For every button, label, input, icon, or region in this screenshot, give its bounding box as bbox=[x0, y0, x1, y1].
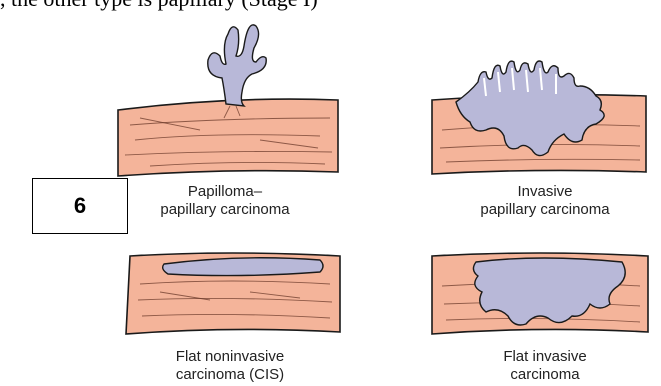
panel-invasive-papillary bbox=[432, 61, 646, 174]
panel-flat-invasive bbox=[432, 253, 648, 334]
caption-line: Flat noninvasive bbox=[140, 348, 320, 366]
caption-line: carcinoma bbox=[470, 366, 620, 384]
caption-line: Flat invasive bbox=[470, 348, 620, 366]
caption-flat-noninvasive: Flat noninvasive carcinoma (CIS) bbox=[140, 348, 320, 384]
caption-line: carcinoma (CIS) bbox=[140, 366, 320, 384]
caption-line: papillary carcinoma bbox=[460, 201, 630, 219]
panel-papilloma bbox=[118, 25, 338, 176]
caption-invasive-papillary: Invasive papillary carcinoma bbox=[460, 183, 630, 219]
caption-line: papillary carcinoma bbox=[150, 201, 300, 219]
caption-line: Invasive bbox=[460, 183, 630, 201]
panel-flat-noninvasive bbox=[126, 253, 340, 334]
caption-line: Papilloma– bbox=[150, 183, 300, 201]
papillary-tumor bbox=[208, 25, 266, 106]
caption-flat-invasive: Flat invasive carcinoma bbox=[470, 348, 620, 384]
caption-papilloma: Papilloma– papillary carcinoma bbox=[150, 183, 300, 219]
